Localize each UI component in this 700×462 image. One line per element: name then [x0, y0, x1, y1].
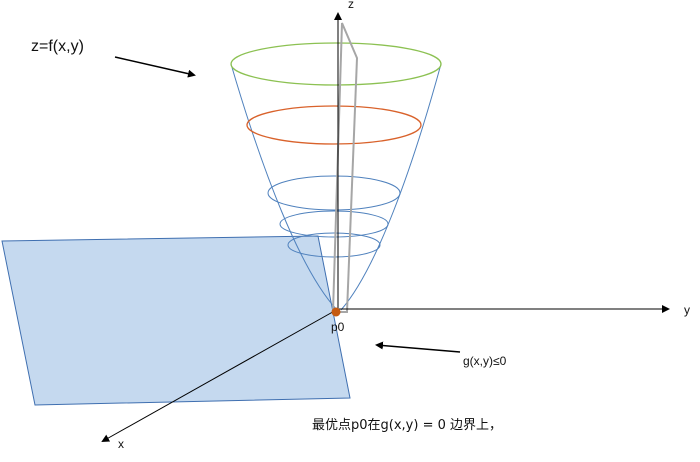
caption: 最优点p0在g(x,y) = 0 边界上， [312, 418, 502, 433]
constraint-label: g(x,y)≤0 [463, 354, 507, 368]
level-ring-top [230, 42, 442, 86]
level-ring-orange [246, 105, 422, 145]
y-axis-label: y [684, 303, 690, 317]
x-axis-label: x [118, 437, 124, 451]
x-axis [101, 308, 339, 442]
constraint-pointer-arrow [375, 341, 461, 353]
constraint-plane [1, 235, 351, 406]
optimal-point-p0 [331, 307, 341, 317]
point-label: p0 [331, 320, 345, 334]
function-pointer-arrow [114, 56, 196, 78]
level-ring-blue-1 [267, 175, 401, 211]
gray-vertical-plane [331, 22, 359, 313]
z-axis-label: z [348, 0, 354, 11]
function-label: z=f(x,y) [31, 38, 84, 55]
level-ring-blue-2 [279, 210, 389, 238]
paraboloid-left-edge [230, 63, 338, 311]
paraboloid-right-edge [340, 63, 442, 311]
